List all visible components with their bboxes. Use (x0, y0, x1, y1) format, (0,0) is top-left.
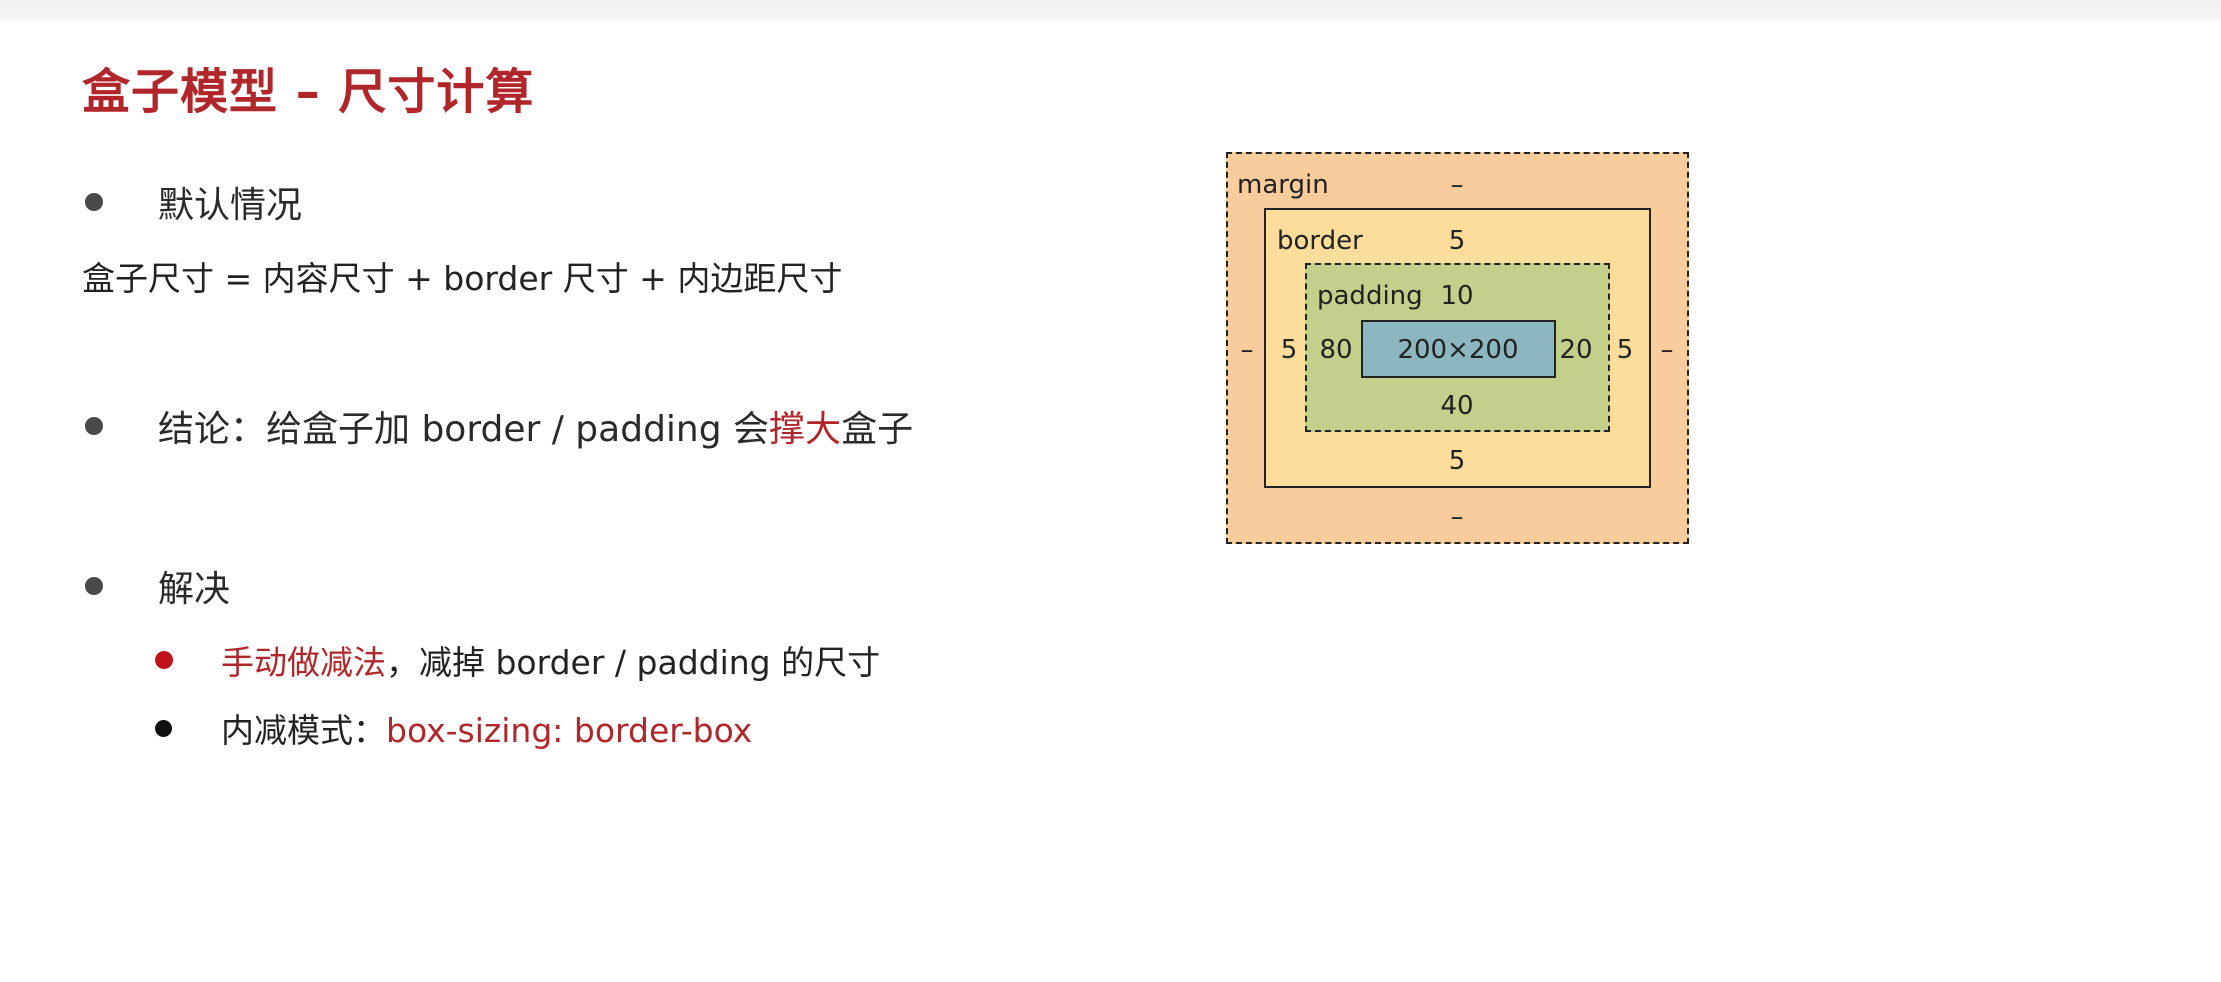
conclusion-suffix: 盒子 (841, 409, 914, 450)
border-bottom-value: 5 (1448, 446, 1466, 476)
bullet-text: 内减模式：box-sizing: border-box (221, 704, 752, 752)
content-box (1361, 320, 1556, 378)
bullet-dot-icon (155, 719, 172, 737)
padding-right-value: 20 (1559, 335, 1593, 365)
bullet-text: 默认情况 (158, 185, 303, 226)
margin-left-value: – (1240, 335, 1254, 365)
conclusion-highlight: 撑大 (769, 409, 842, 450)
bullet-default-case: 默认情况 (85, 176, 302, 228)
padding-left-value: 80 (1319, 335, 1353, 365)
margin-label: margin (1237, 170, 1329, 200)
bullet-solution: 解决 (85, 560, 230, 612)
margin-right-value: – (1660, 335, 1674, 365)
sub-bullet-manual-subtract: 手动做减法，减掉 border / padding 的尺寸 (155, 636, 880, 684)
margin-top-value: – (1450, 170, 1464, 200)
bullet-text: 解决 (158, 569, 231, 610)
bullet-dot-icon (85, 193, 103, 211)
bullet-dot-icon (85, 577, 103, 595)
padding-label: padding (1317, 281, 1423, 311)
content-size-value: 200×200 (1397, 335, 1519, 365)
sub2-code: box-sizing: border-box (386, 711, 753, 750)
border-top-value: 5 (1448, 226, 1466, 256)
padding-bottom-value: 40 (1440, 391, 1474, 421)
top-bar (0, 0, 2221, 22)
bullet-text: 结论：给盒子加 border / padding 会撑大盒子 (158, 400, 913, 452)
bullet-conclusion: 结论：给盒子加 border / padding 会撑大盒子 (85, 400, 913, 452)
border-left-value: 5 (1280, 335, 1298, 365)
sub1-highlight: 手动做减法 (221, 643, 386, 682)
sub-bullet-box-sizing: 内减模式：box-sizing: border-box (155, 704, 752, 752)
bullet-dot-icon (85, 417, 103, 435)
slide-title: 盒子模型 – 尺寸计算 (82, 64, 535, 120)
margin-bottom-value: – (1450, 502, 1464, 532)
border-right-value: 5 (1616, 335, 1634, 365)
padding-top-value: 10 (1440, 281, 1474, 311)
bullet-text: 手动做减法，减掉 border / padding 的尺寸 (221, 636, 880, 684)
conclusion-prefix: 结论：给盒子加 border / padding 会 (158, 409, 770, 450)
formula-text: 盒子尺寸 = 内容尺寸 + border 尺寸 + 内边距尺寸 (82, 259, 843, 298)
sub2-prefix: 内减模式： (221, 711, 386, 750)
border-label: border (1277, 226, 1363, 256)
sub1-rest: ，减掉 border / padding 的尺寸 (386, 643, 881, 682)
bullet-dot-icon (155, 651, 173, 669)
